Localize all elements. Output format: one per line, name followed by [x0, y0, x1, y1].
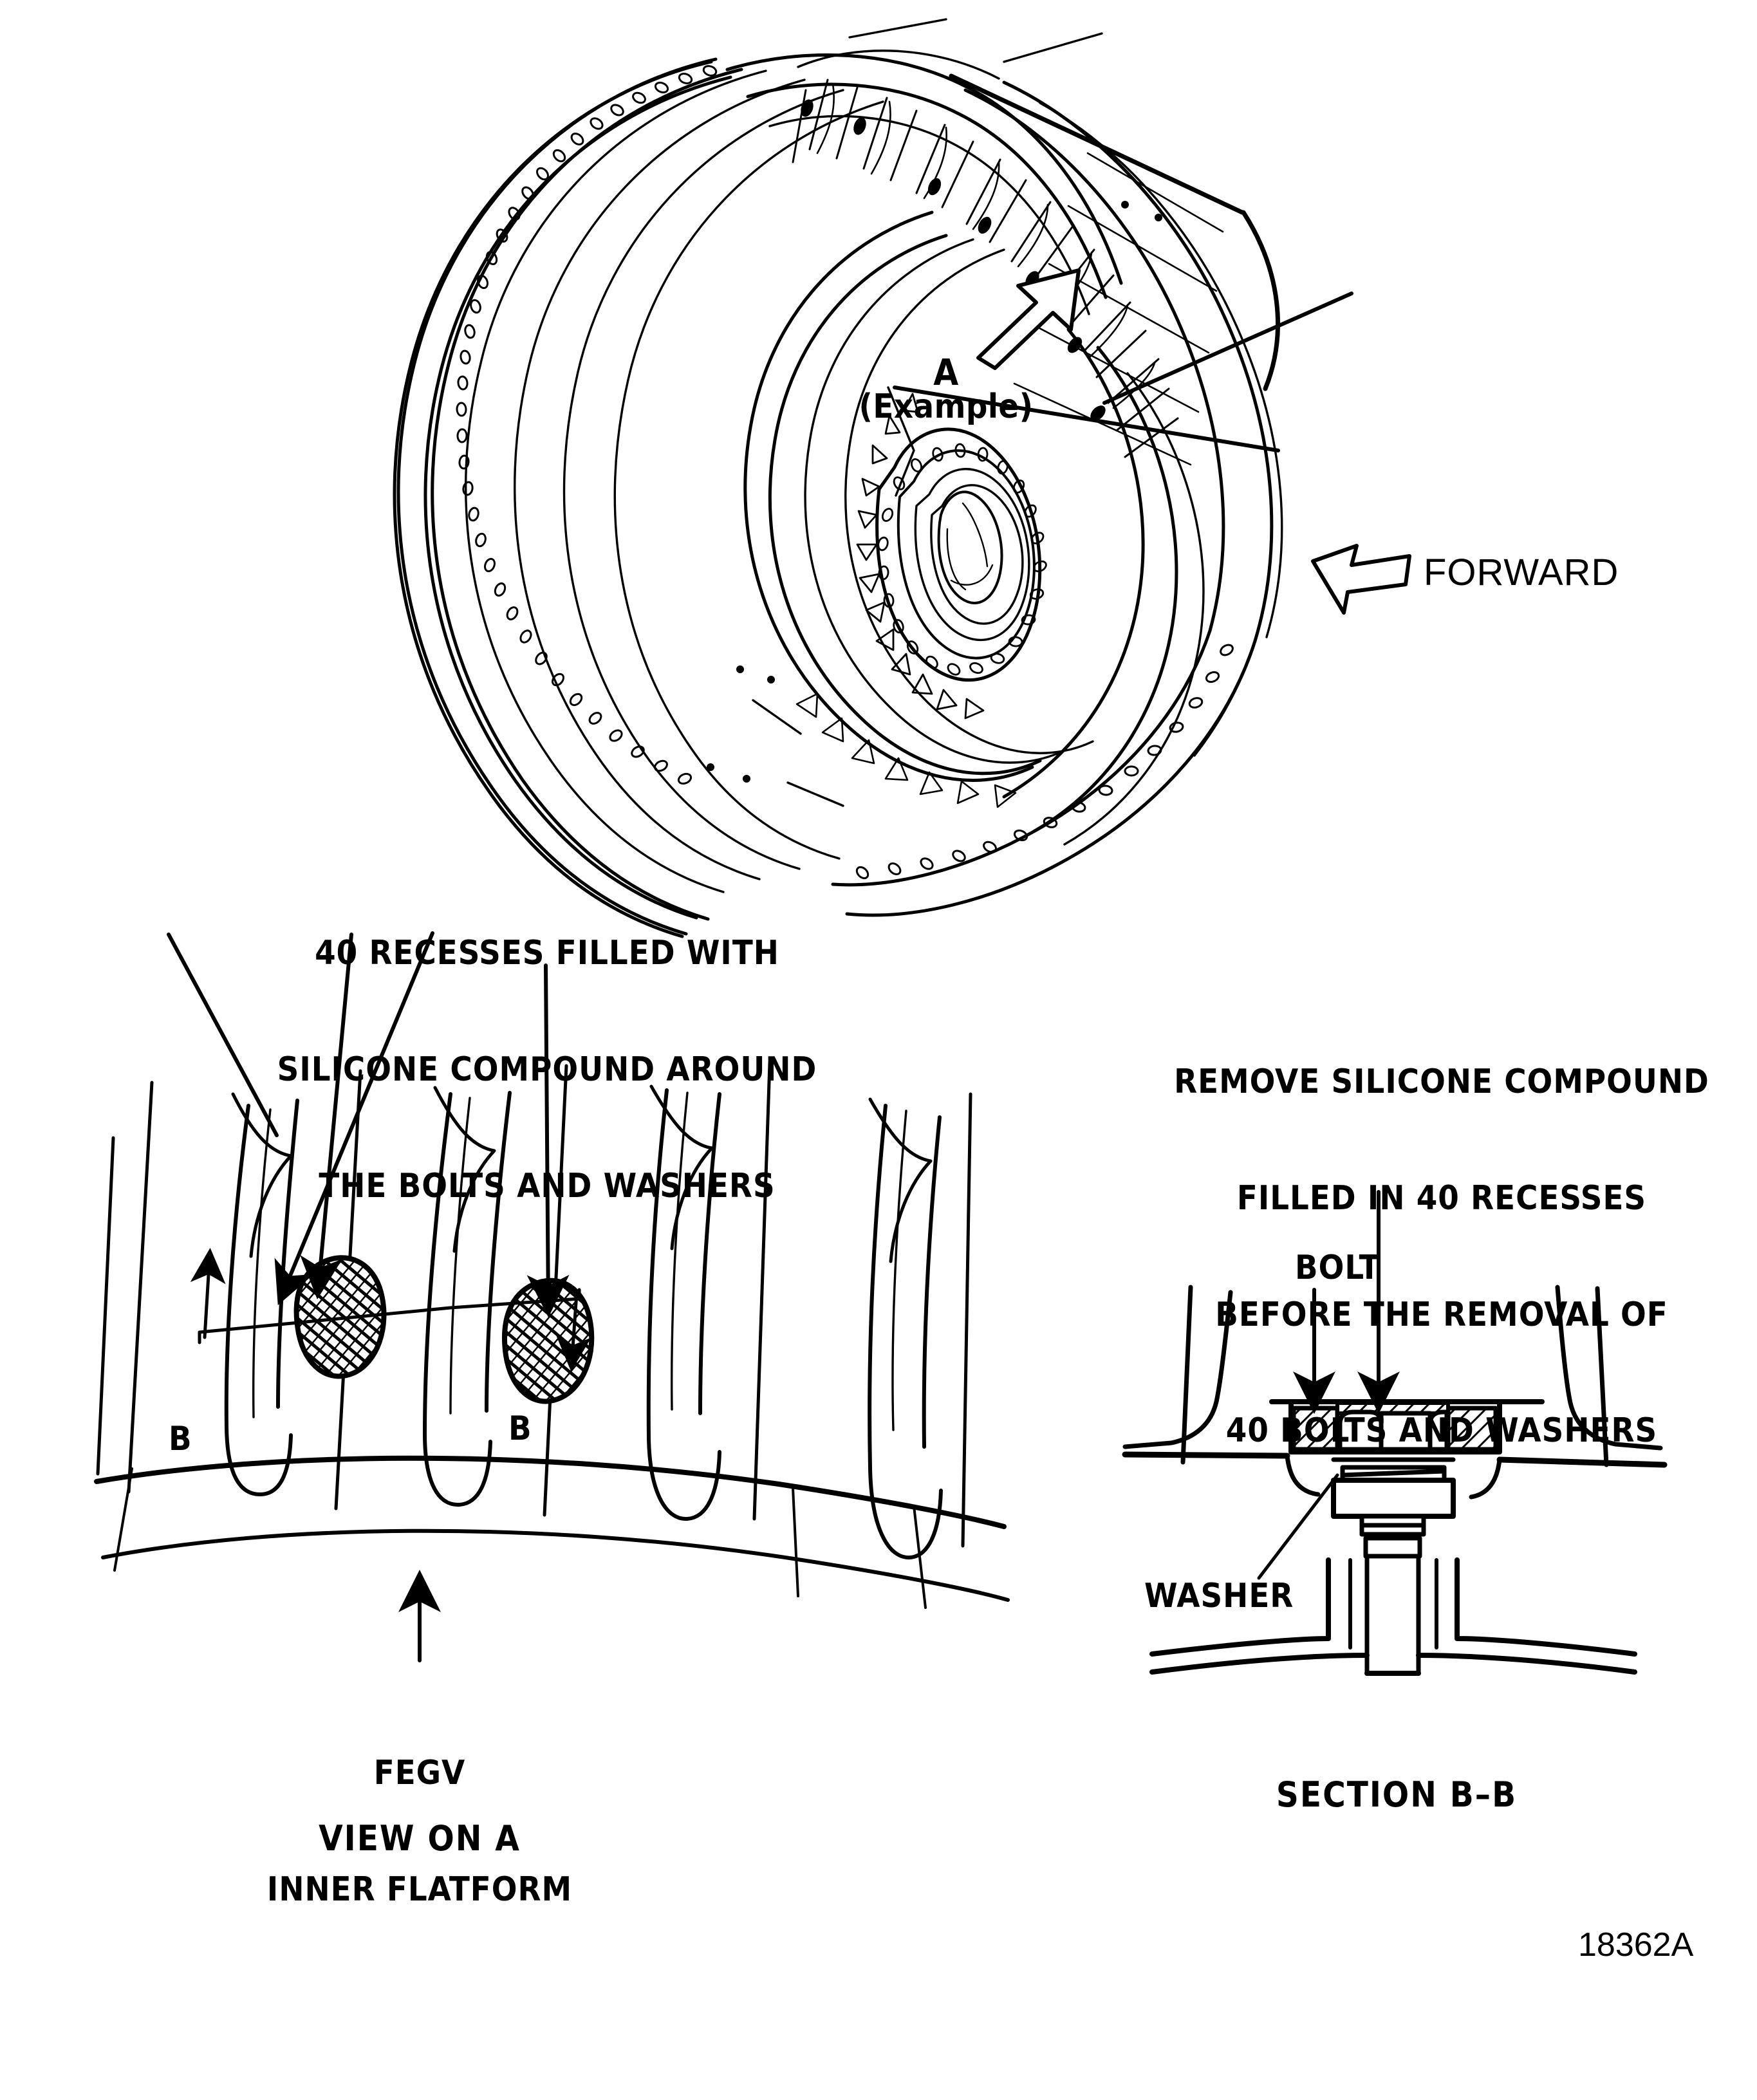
washer-label: WASHER	[1144, 1577, 1294, 1615]
drawing-number: 18362A	[1578, 1926, 1694, 1964]
warning-line-2: FILLED IN 40 RECESSES	[1236, 1178, 1647, 1218]
platform-label-line-2: INNER FLATFORM	[266, 1870, 573, 1909]
section-mark-b-right: B	[508, 1409, 532, 1448]
section-mark-b-left: B	[169, 1420, 192, 1458]
warning-line-3: BEFORE THE REMOVAL OF	[1215, 1295, 1668, 1334]
fan-case-isometric	[393, 18, 1283, 938]
callout-line-2: SILICONE COMPOUND AROUND	[277, 1050, 817, 1089]
platform-label-line-1: FEGV	[373, 1753, 466, 1792]
forward-label: FORWARD	[1424, 552, 1619, 593]
silicone-recess-callout: 40 RECESSES FILLED WITH SILICONE COMPOUN…	[245, 856, 850, 1283]
callout-line-3: THE BOLTS AND WASHERS	[319, 1166, 776, 1205]
view-a-marker: A	[933, 352, 959, 394]
warning-line-4: 40 BOLTS AND WASHERS	[1225, 1411, 1658, 1451]
fegv-inner-platform-label: FEGV INNER FLATFORM	[169, 1676, 671, 1987]
view-on-a-drawing	[94, 931, 1010, 1662]
section-bb-drawing	[1122, 1190, 1668, 1676]
section-bb-title: SECTION B–B	[1276, 1774, 1518, 1815]
warning-line-1: REMOVE SILICONE COMPOUND	[1174, 1062, 1709, 1101]
view-a-arrow	[976, 268, 1081, 370]
callout-line-1: 40 RECESSES FILLED WITH	[315, 933, 779, 972]
section-bb-warning: REMOVE SILICONE COMPOUND FILLED IN 40 RE…	[1139, 985, 1744, 1528]
forward-arrow-icon	[1311, 544, 1411, 615]
view-a-marker-qualifier: (Example)	[859, 387, 1034, 426]
bolt-label: BOLT	[1295, 1249, 1380, 1287]
view-on-a-title: VIEW ON A	[319, 1818, 521, 1859]
